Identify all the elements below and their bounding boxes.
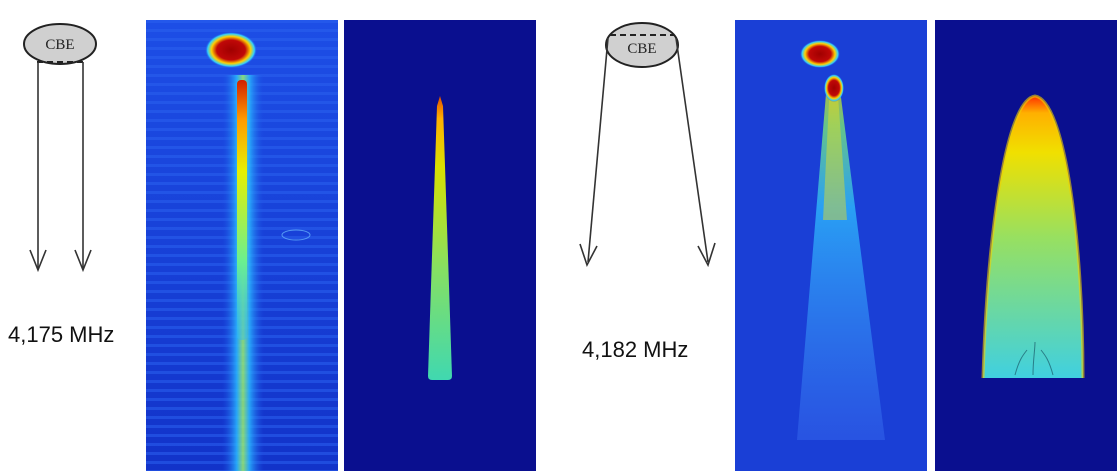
left-simulated-beam [428, 96, 452, 380]
left-frequency-label: 4,175 MHz [8, 322, 115, 347]
right-simulated-image [935, 20, 1117, 471]
left-arrowhead-1 [29, 249, 47, 273]
right-measured-image [735, 20, 927, 471]
right-frequency-label: 4,182 MHz [582, 337, 689, 362]
right-arrowhead-1 [579, 243, 598, 268]
left-simulated-image [344, 20, 536, 471]
left-measured-hotspot [205, 32, 257, 68]
right-cbe-label: CBE [627, 41, 656, 57]
right-schematic: CBE [579, 22, 716, 268]
right-measured-beam [797, 82, 885, 440]
left-cbe-ellipse [23, 23, 97, 65]
left-cbe-label: CBE [45, 37, 74, 53]
right-measured-core [824, 74, 844, 102]
right-arrow-1 [587, 37, 609, 263]
right-measured-hotspot [800, 40, 840, 68]
right-arrowhead-2 [697, 242, 716, 268]
left-arrowhead-2 [74, 249, 92, 273]
left-measured-image [146, 20, 338, 471]
right-simulated-beam [983, 96, 1083, 378]
right-arrow-2 [675, 37, 709, 263]
left-measured-core [237, 80, 247, 340]
left-schematic: CBE [23, 23, 97, 273]
